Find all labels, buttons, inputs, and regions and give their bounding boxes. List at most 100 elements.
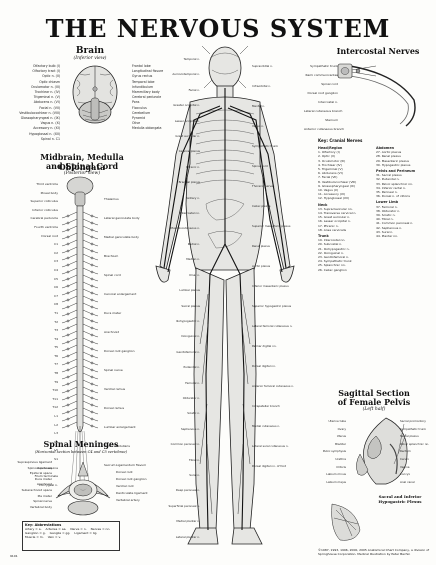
dorsal-root-ganglion xyxy=(67,334,69,336)
intercostal-label: Sternum xyxy=(304,116,338,125)
pelvis-label: Rectum xyxy=(400,448,434,456)
body-nerve-label: Iliohypogastric n. xyxy=(152,314,200,329)
pelvis-label: Labium minus xyxy=(318,471,346,479)
key-item: 30. Hypogastric plexus xyxy=(376,163,432,167)
body-nerve-label: Sympathetic trunk xyxy=(252,136,304,156)
dorsal-root-ganglion xyxy=(91,348,93,350)
dorsal-root-ganglion xyxy=(91,411,93,413)
spinal-nerve-root xyxy=(83,331,98,337)
body-nerve-label: Axillary n. xyxy=(152,191,200,206)
brain-panel-subtitle: (Inferior view) xyxy=(60,56,120,61)
dorsal-root-ganglion xyxy=(91,271,93,273)
dorsal-root-ganglion xyxy=(67,327,69,329)
spinal-nerve-root xyxy=(83,303,98,309)
dorsal-root-ganglion xyxy=(67,306,69,308)
dorsal-root-ganglion xyxy=(91,285,93,287)
dorsal-root-ganglion xyxy=(91,278,93,280)
spinal-nerve-root xyxy=(83,345,98,351)
spinal-nerve-root xyxy=(83,226,98,232)
spine-label: C8 xyxy=(10,300,58,309)
dorsal-root-ganglion xyxy=(91,425,93,427)
spinal-nerve-root xyxy=(83,387,98,393)
body-nerve-label: Thoracic nerves xyxy=(252,176,304,196)
body-nerve-label: Ulnar n. xyxy=(152,268,200,283)
body-nerve-label: Deep peroneal n. xyxy=(152,483,200,498)
body-nerve-label: Infrapatellar branch xyxy=(252,396,304,416)
pelvis-label: Clitoris xyxy=(318,464,346,472)
spinal-nerve-root xyxy=(83,219,98,225)
brain-illustration xyxy=(60,62,130,144)
abbreviation-item: Vein = v. xyxy=(48,535,61,539)
body-nerve-label: Radial n. xyxy=(152,237,200,252)
dorsal-root-ganglion xyxy=(67,341,69,343)
spinal-nerve-root xyxy=(62,373,77,379)
dorsal-root-ganglion xyxy=(67,243,69,245)
body-nerve-label: Medial cutaneous n. xyxy=(252,416,304,436)
spine-label: C3 xyxy=(10,257,58,266)
body-nerve-label: Sacral plexus xyxy=(152,299,200,314)
spinal-cord-illustration xyxy=(60,176,100,506)
spinal-nerve-root xyxy=(62,401,77,407)
spinal-nerve-root xyxy=(62,324,77,330)
intercostal-label: Lateral cutaneous branch xyxy=(304,107,338,116)
meninges-illustration xyxy=(52,458,114,516)
pelvis-labels-left: Uterine tubeOvaryUterusBladderPubic symp… xyxy=(318,418,346,486)
spinal-nerve-root xyxy=(83,289,98,295)
spine-label: C7 xyxy=(10,292,58,301)
spine-label: T5 xyxy=(10,343,58,352)
spine-label: C1 xyxy=(10,240,58,249)
body-labels-left: Temporal n.Auriculotemporal n.Facial n.G… xyxy=(152,52,200,545)
body-nerve-label: Temporal n. xyxy=(152,52,200,67)
spine-label: Dura mater xyxy=(104,304,150,323)
body-nerve-label: Common peroneal n. xyxy=(152,437,200,452)
spinal-nerve-root xyxy=(83,422,98,428)
key-item: 44. Plantar nn. xyxy=(376,234,432,238)
dorsal-root-ganglion xyxy=(91,264,93,266)
abbreviations-box: Key: Abbreviations Artery = a.Arteries =… xyxy=(22,521,120,551)
body-nerve-label: Saphenous n. xyxy=(152,422,200,437)
hypogastric-panel-title-2: Hypogastric Plexus xyxy=(368,499,432,504)
dorsal-root-ganglion xyxy=(67,236,69,238)
meninges-labels-left: Supraspinous ligamentSpinous processEpid… xyxy=(10,460,52,510)
spine-label: Lateral geniculate body xyxy=(104,209,150,228)
spine-label: T2 xyxy=(10,318,58,327)
dorsal-root-ganglion xyxy=(67,376,69,378)
spine-label: Pineal body xyxy=(10,189,58,198)
spine-label: Cerebral peduncle xyxy=(10,214,58,223)
spine-labels-right: ThalamusLateral geniculate bodyMedial ge… xyxy=(104,190,150,475)
brain-labels-left: Olfactory bulb (I)Olfactory tract (I)Opt… xyxy=(14,64,60,142)
spinal-nerve-root xyxy=(62,415,77,421)
key-item: 26. Celiac ganglion xyxy=(318,268,374,272)
pelvis-label: Cervix xyxy=(400,456,434,464)
spine-label: T12 xyxy=(10,403,58,412)
spine-label: Thalamus xyxy=(104,190,150,209)
body-nerve-label: Spinal cord xyxy=(252,156,304,176)
spinal-nerve-root xyxy=(62,366,77,372)
intercostal-illustration xyxy=(336,60,428,132)
meninges-panel-subtitle: (Horizontal section between C4 and C5 ve… xyxy=(16,450,146,454)
spine-label: Dorsal root xyxy=(10,232,58,241)
spinal-nerve-root xyxy=(62,240,77,246)
body-nerve-label: Lateral plantar n. xyxy=(152,530,200,545)
body-nerve-label: Auriculotemporal n. xyxy=(152,67,200,82)
spinal-nerve-root xyxy=(62,408,77,414)
spine-label: Ventral ramus xyxy=(104,380,150,399)
dorsal-root-ganglion xyxy=(91,362,93,364)
dorsal-root-ganglion xyxy=(67,390,69,392)
key-item: 36. Dorsal n. of clitoris xyxy=(376,194,432,198)
pelvis-label: Pelvic splanchnic nn. xyxy=(400,441,434,449)
spine-label: Spinal cord xyxy=(104,266,150,285)
spinal-nerve-root xyxy=(83,296,98,302)
abbreviation-item: Ligament = lig. xyxy=(74,531,97,535)
dorsal-root-ganglion xyxy=(91,229,93,231)
pelvis-label: Sacral promontory xyxy=(400,418,434,426)
dorsal-root-ganglion xyxy=(67,257,69,259)
body-nerve-label: Superficial peroneal n. xyxy=(152,499,200,514)
spine-label: Inferior colliculus xyxy=(10,206,58,215)
key-column-2: Abdomen 27. Aortic plexus28. Renal plexu… xyxy=(376,144,432,238)
spine-label: Dorsal ramus xyxy=(104,399,150,418)
spinal-nerve-root xyxy=(83,352,98,358)
spine-label: Medial geniculate body xyxy=(104,228,150,247)
spine-label: T8 xyxy=(10,369,58,378)
body-nerve-label: Greater occipital n. xyxy=(152,98,200,113)
